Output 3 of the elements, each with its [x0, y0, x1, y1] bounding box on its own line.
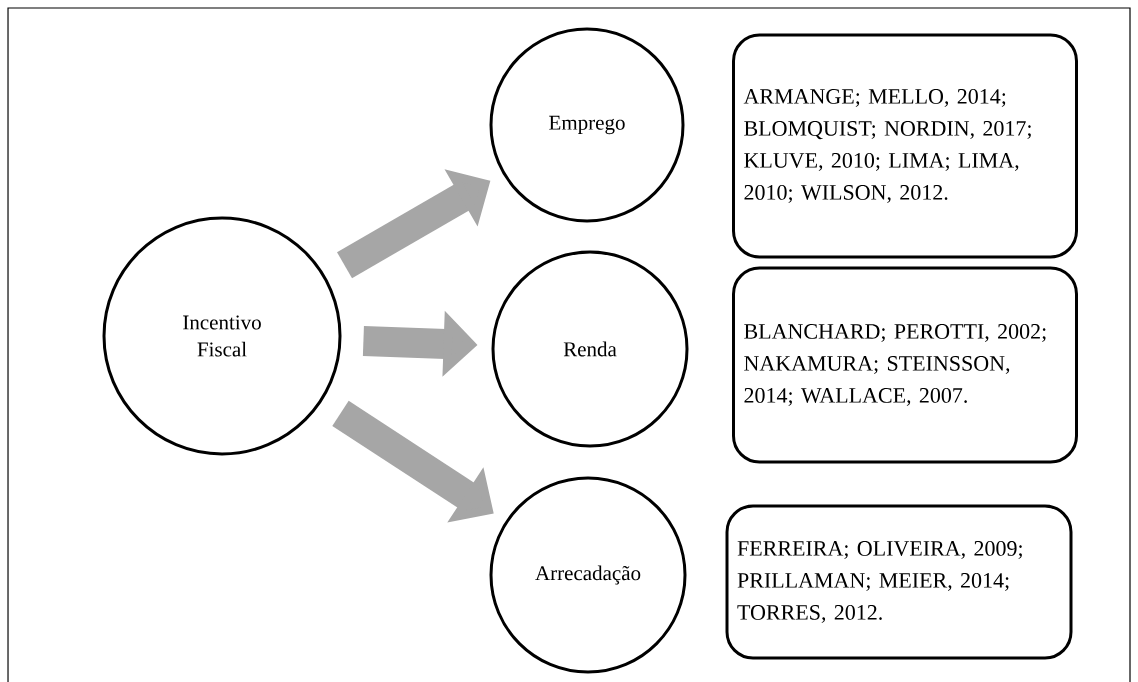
reference-box: ARMANGE; MELLO, 2014; BLOMQUIST; NORDIN, 2017; KLUVE, 2010; LIMA; LIMA, 2010; WILSON, 2012.: [732, 33, 1078, 259]
reference-box: FERREIRA; OLIVEIRA, 2009; PRILLAMAN; MEIER, 2014; TORRES, 2012.: [725, 504, 1073, 660]
reference-box: BLANCHARD; PEROTTI, 2002; NAKAMURA; STEINSSON, 2014; WALLACE, 2007.: [732, 266, 1078, 464]
